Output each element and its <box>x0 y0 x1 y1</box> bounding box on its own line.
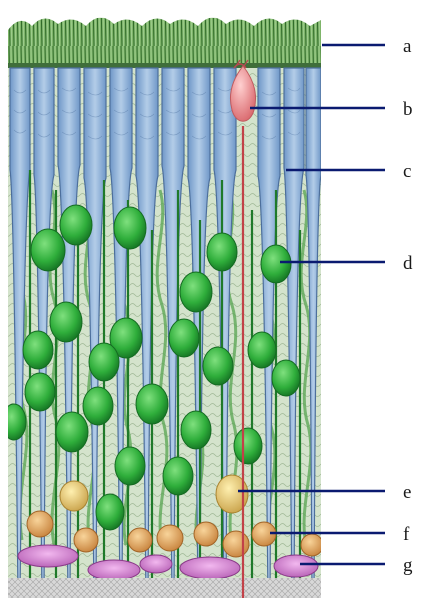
basal-layer <box>8 578 321 600</box>
label-a: a <box>403 36 412 57</box>
label-g: g <box>403 555 413 576</box>
leader-a: a <box>322 36 412 57</box>
limiting-membrane <box>8 63 321 68</box>
label-d: d <box>403 253 413 274</box>
label-b: b <box>403 99 413 120</box>
label-e: e <box>403 482 411 503</box>
label-c: c <box>403 161 411 182</box>
label-f: f <box>403 524 410 545</box>
hair-layer <box>8 18 321 66</box>
